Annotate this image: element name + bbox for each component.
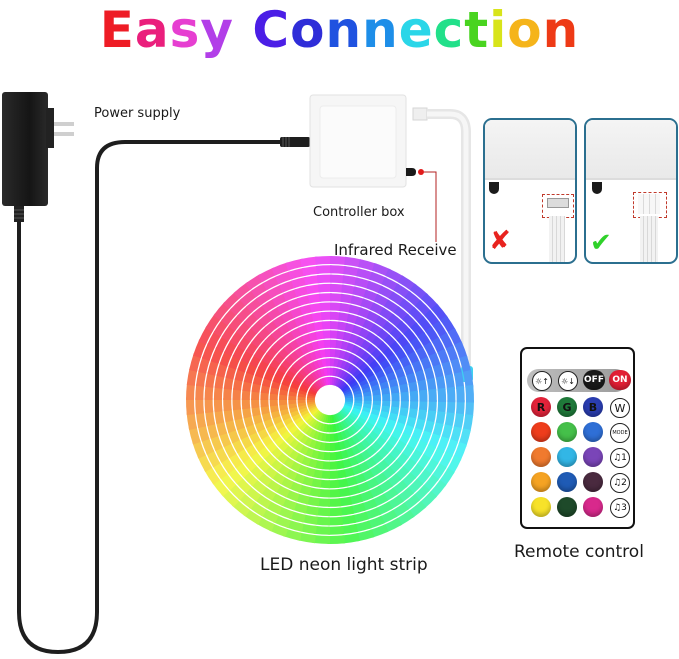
remote-button-brightness-down: ☼↓ — [558, 371, 578, 391]
infrared-receive-label: Infrared Receive — [334, 241, 457, 259]
correct-connection-panel: ✔ — [584, 118, 678, 264]
remote-button-brightness-up: ☼↑ — [532, 371, 552, 391]
wrong-connection-panel: ✘ — [483, 118, 577, 264]
remote-button-r: R — [531, 397, 551, 417]
power-adapter-icon — [2, 92, 74, 222]
title-letter: o — [290, 1, 326, 59]
title-letter: a — [134, 1, 170, 59]
title-letter: n — [325, 1, 363, 59]
controller-box-icon — [309, 94, 437, 242]
correct-check-icon: ✔ — [590, 228, 612, 258]
title-letter: e — [398, 1, 434, 59]
remote-button-color-4-2 — [583, 497, 603, 517]
power-supply-label: Power supply — [94, 106, 181, 121]
title-letter: t — [464, 1, 490, 59]
remote-control-label: Remote control — [514, 542, 644, 562]
remote-button-g: G — [557, 397, 577, 417]
title-letter: s — [169, 1, 201, 59]
remote-button-color-2-1 — [557, 447, 577, 467]
remote-button-color-4-1 — [557, 497, 577, 517]
remote-button-b: B — [583, 397, 603, 417]
remote-button-3: ♫3 — [610, 498, 630, 518]
remote-button-color-2-0 — [531, 447, 551, 467]
dc-plug-icon — [280, 137, 310, 147]
power-cable — [17, 140, 284, 655]
title-letter: n — [542, 1, 580, 59]
title-letter: C — [252, 1, 291, 59]
remote-button-color-3-2 — [583, 472, 603, 492]
title-letter: E — [99, 1, 135, 59]
remote-button-color-2-2 — [583, 447, 603, 467]
led-strip-label: LED neon light strip — [260, 555, 428, 575]
remote-button-color-4-0 — [531, 497, 551, 517]
infrared-dot — [418, 169, 424, 175]
page-title: Easy Connection — [0, 0, 679, 62]
remote-button-color-3-0 — [531, 472, 551, 492]
remote-button-off: OFF — [583, 370, 605, 390]
remote-button-2: ♫2 — [610, 473, 630, 493]
remote-button-on: ON — [609, 370, 631, 390]
remote-button-color-1-0 — [531, 422, 551, 442]
title-letter: c — [433, 1, 465, 59]
remote-button-color-3-1 — [557, 472, 577, 492]
remote-button-1: ♫1 — [610, 448, 630, 468]
remote-button-color-1-2 — [583, 422, 603, 442]
remote-button-w: W — [610, 398, 630, 418]
remote-button-color-1-1 — [557, 422, 577, 442]
title-letter: o — [507, 1, 543, 59]
remote-button-mode: MODE — [610, 423, 630, 443]
title-letter: i — [489, 1, 508, 59]
controller-box-label: Controller box — [313, 205, 405, 220]
title-letter: y — [200, 1, 234, 59]
title-letter: n — [362, 1, 399, 59]
led-strip-coil — [186, 256, 474, 544]
wrong-x-icon: ✘ — [489, 226, 511, 256]
